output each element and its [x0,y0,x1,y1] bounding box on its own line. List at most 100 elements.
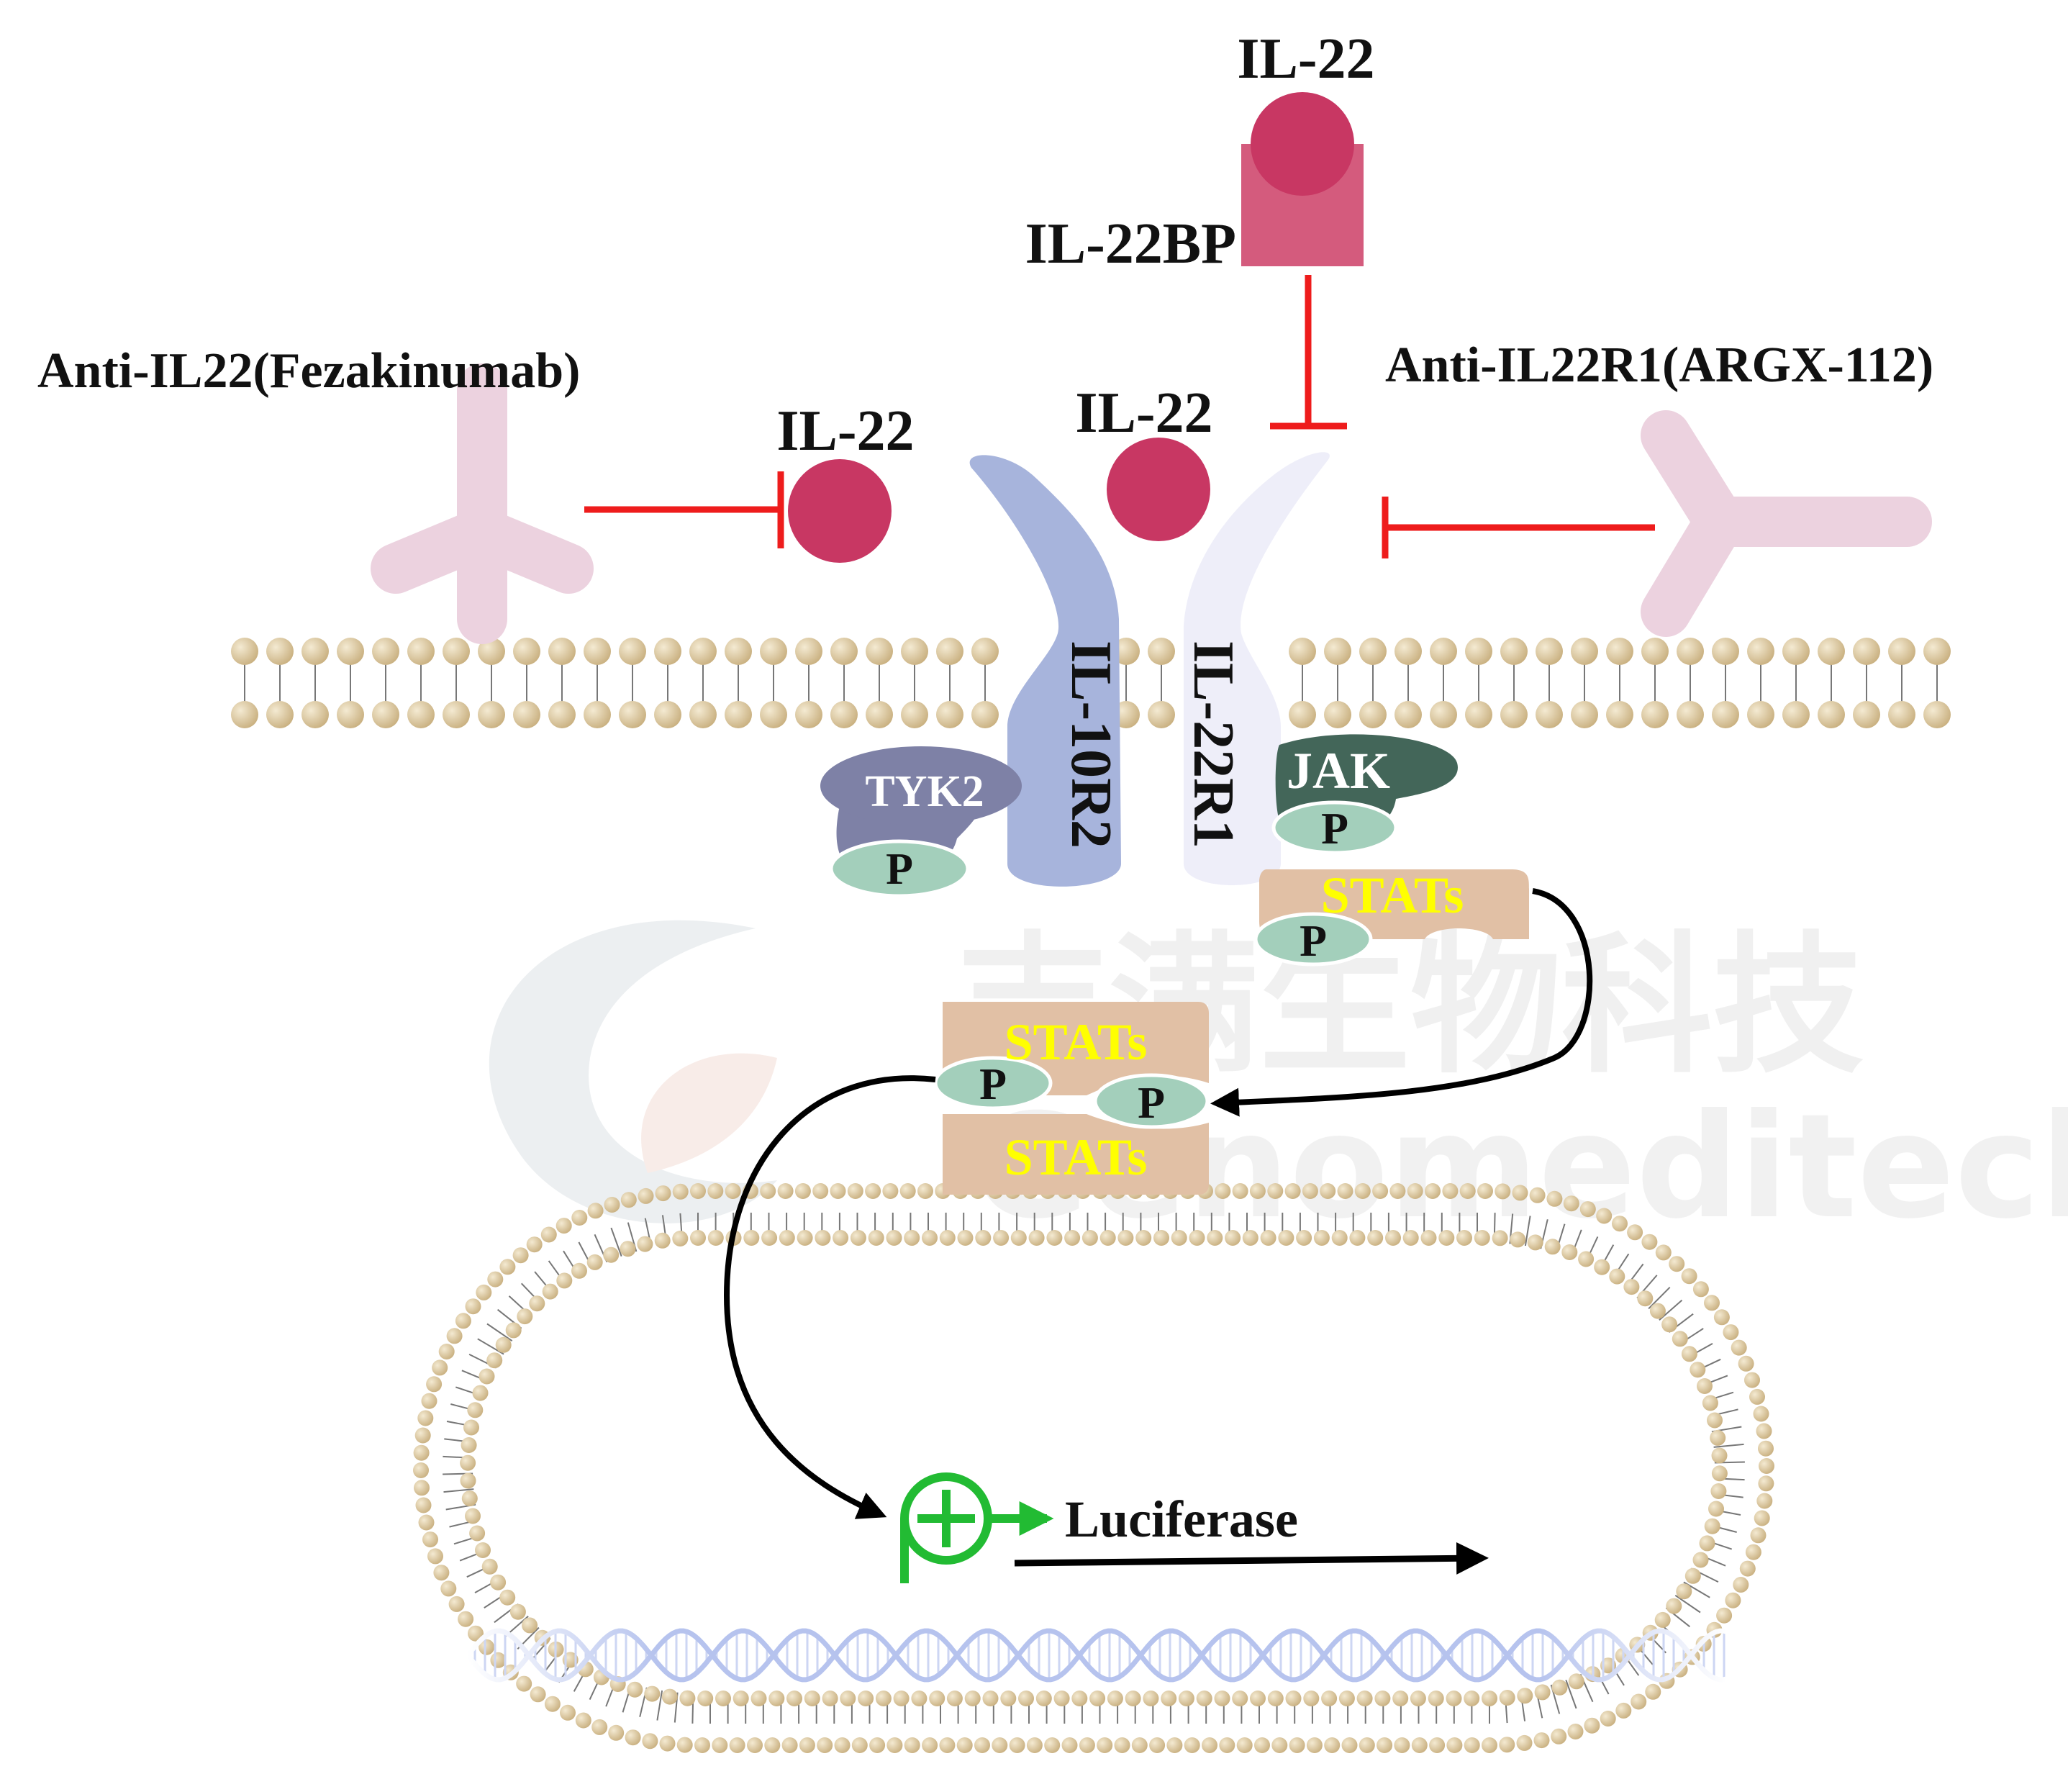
lipid-head [1516,1734,1533,1751]
lipid-head [1402,1230,1419,1246]
lipid-head [455,1313,471,1329]
lipid-head [1609,1268,1625,1285]
lipid-head [1464,1737,1480,1753]
lipid-head [1517,1688,1533,1704]
il22-center-label: IL-22 [1075,381,1212,445]
lipid-head [689,638,717,665]
lipid-head [1888,638,1915,665]
lipid-head [620,1241,636,1257]
lipid-head [1324,1737,1341,1753]
lipid-head [1359,1737,1375,1753]
lipid-head [620,1192,637,1208]
lipid-head [781,1737,798,1753]
lipid-head [761,1230,778,1246]
lipid-head [834,1737,851,1753]
tyk2-phospho [829,839,970,898]
lipid-head [689,701,717,728]
lipid-head [1430,701,1457,728]
lipid-head [1296,1230,1312,1246]
lipid-head [479,1639,495,1655]
lipid-head [847,1183,863,1199]
lipid-head [487,1271,504,1288]
lipid-head [795,638,822,665]
lipid-head [478,701,505,728]
lipid-head [672,1183,689,1200]
lipid-head [495,1336,512,1353]
lipid-head [1178,1691,1194,1706]
lipid-head [584,638,611,665]
lipid-head [472,1385,489,1401]
lipid-head [458,1611,474,1627]
lipid-head [1818,638,1845,665]
lipid-head [475,1542,491,1558]
lipid-head [231,638,258,665]
lipid-head [1655,1244,1672,1261]
lipid-head [1236,1737,1253,1753]
lipid-head [946,1691,963,1706]
lipid-head [1446,1691,1462,1706]
lipid-head [1207,1230,1223,1246]
lipid-head [679,1690,696,1706]
lipid-head [529,1295,545,1312]
lipid-head [1578,1251,1595,1267]
lipid-head [1551,1679,1568,1696]
lipid-head [1641,1234,1658,1250]
lipid-head [625,1729,641,1746]
lipid-head [1568,1673,1584,1690]
jak-phospho [1271,800,1398,855]
lipid-head [1612,1216,1628,1232]
lipid-head [513,638,540,665]
lipid-head [1745,1544,1761,1560]
lipid-head [1372,1183,1389,1199]
lipid-head [413,1444,430,1461]
lipid-head [548,701,576,728]
lipid-head [1533,1732,1550,1749]
lipid-head [1356,1691,1373,1706]
arrow-dimer-to-promoter [723,1075,936,1519]
lipid-head [715,1691,731,1706]
lipid-head [490,1574,507,1590]
lipid-head [440,1580,457,1597]
lipid-head [1606,701,1633,728]
lipid-head [427,1548,443,1565]
lipid-head [1215,1183,1231,1199]
lipid-head [1649,1303,1666,1319]
lipid-head [465,1298,481,1315]
lipid-head [1456,1230,1472,1246]
lipid-head [690,1183,706,1199]
lipid-head [1477,1183,1493,1199]
lipid-head [460,1454,476,1471]
dna-strand [466,1628,1728,1683]
lipid-head [526,1236,543,1253]
lipid-head [1756,1423,1772,1439]
lipid-head [1117,1230,1134,1246]
lipid-head [1704,1518,1720,1534]
lipid-head [1410,1691,1426,1706]
lipid-head [418,1514,435,1531]
lipid-head [936,701,963,728]
lipid-head [619,638,646,665]
lipid-head [1571,701,1598,728]
il22-ligand-left [788,459,892,563]
lipid-head [1534,1684,1551,1701]
lipid-head [443,638,470,665]
lipid-head [1544,1239,1561,1255]
lipid-head [815,1230,831,1246]
lipid-head [1654,1611,1671,1628]
lipid-head [1500,638,1528,665]
lipid-head [481,1558,498,1575]
lipid-head [1135,1230,1152,1246]
lipid-head [1053,1691,1070,1706]
lipid-head [1260,1230,1276,1246]
lipid-head [858,1691,874,1706]
lipid-head [1923,701,1951,728]
lipid-head [1710,1429,1726,1446]
lipid-head [1758,1440,1774,1457]
lipid-head [1725,1592,1741,1608]
lipid-head [1285,1691,1302,1706]
lipid-head [830,638,858,665]
lipid-head [901,701,928,728]
lipid-head [1733,1577,1749,1593]
lipid-head [1712,701,1739,728]
lipid-head [1428,1691,1444,1706]
